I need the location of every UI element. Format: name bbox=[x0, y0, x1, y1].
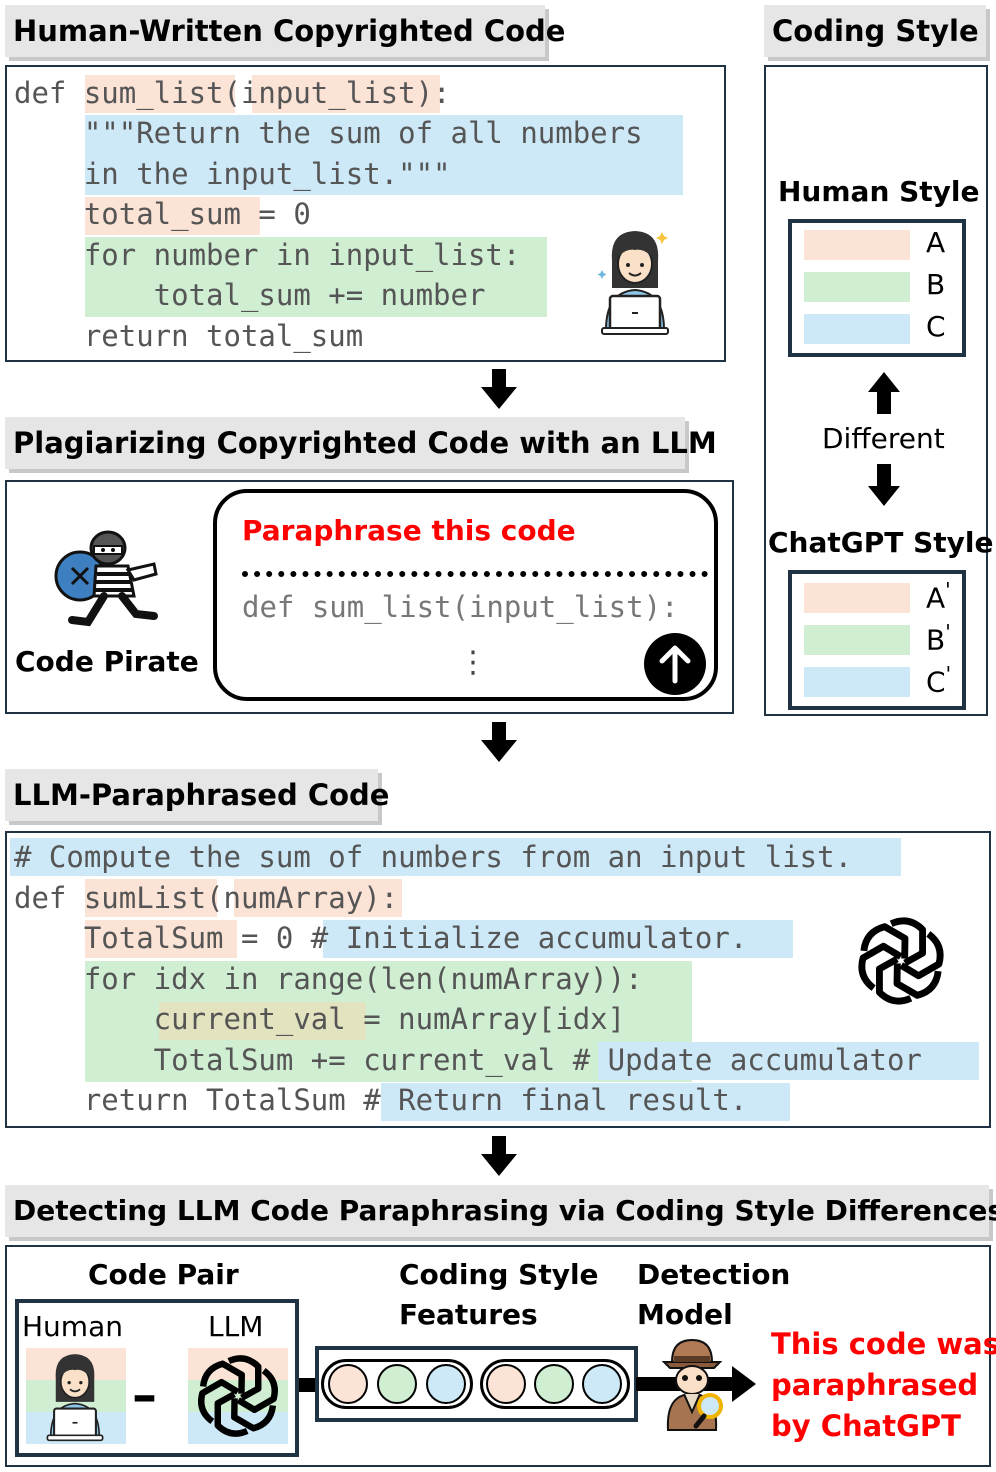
human-code-line-3: in the input_list.""" bbox=[14, 157, 451, 191]
human-label: Human bbox=[22, 1310, 123, 1343]
result-line-1: This code was bbox=[771, 1327, 996, 1361]
send-button[interactable] bbox=[644, 633, 706, 695]
human-code-line-4: total_sum = 0 bbox=[14, 197, 311, 231]
pair-human-icon bbox=[46, 1354, 104, 1442]
panel3-title: LLM-Paraphrased Code bbox=[5, 769, 389, 821]
down-arrow-2 bbox=[481, 722, 517, 762]
human-coder-icon bbox=[597, 231, 669, 335]
feature-circle-b2 bbox=[534, 1364, 574, 1404]
llm-code-line-3: TotalSum = 0 # Initialize accumulator. bbox=[14, 921, 748, 955]
feature-circle-c2 bbox=[582, 1364, 622, 1404]
gpt-style-c: C' bbox=[926, 662, 952, 699]
human-code-line-1: def sum_list(input_list): bbox=[14, 76, 451, 110]
human-style-a: A bbox=[926, 226, 946, 259]
code-pirate-label: Code Pirate bbox=[15, 645, 199, 678]
llm-code-line-1: # Compute the sum of numbers from an inp… bbox=[14, 840, 853, 874]
human-style-c: C bbox=[926, 310, 946, 343]
hl-func-name bbox=[85, 75, 235, 113]
gpt-style-b-swatch bbox=[804, 625, 910, 655]
detection-model-label-2: Model bbox=[637, 1298, 733, 1331]
hl-param bbox=[252, 75, 440, 113]
dotted-separator bbox=[242, 571, 708, 577]
minus-sign: – bbox=[132, 1366, 157, 1424]
feature-group-2 bbox=[480, 1359, 630, 1409]
human-code-line-5: for number in input_list: bbox=[14, 238, 521, 272]
result-line-2: paraphrased bbox=[771, 1368, 979, 1402]
hl-func-name-2 bbox=[85, 879, 217, 917]
llm-code-line-2: def sumList(numArray): bbox=[14, 881, 399, 915]
hl-param-2 bbox=[234, 879, 402, 917]
feature-circle-c1 bbox=[426, 1364, 466, 1404]
down-arrow-style-icon bbox=[868, 464, 900, 506]
human-style-box bbox=[788, 219, 966, 357]
features-label-2: Features bbox=[399, 1298, 538, 1331]
down-arrow-3 bbox=[481, 1136, 517, 1176]
down-arrow-1 bbox=[481, 369, 517, 409]
features-label-1: Coding Style bbox=[399, 1258, 599, 1291]
feature-circle-a1 bbox=[328, 1364, 368, 1404]
chat-prompt-bubble bbox=[213, 489, 718, 701]
panel4-title: Detecting LLM Code Paraphrasing via Codi… bbox=[5, 1185, 996, 1237]
code-pirate-icon bbox=[54, 530, 158, 627]
code-pair-label: Code Pair bbox=[88, 1258, 239, 1291]
gpt-style-a: A' bbox=[926, 578, 951, 615]
hl-comment-3 bbox=[598, 1042, 979, 1080]
hl-current-val bbox=[159, 1002, 366, 1040]
hl-comment-2 bbox=[323, 920, 793, 958]
gpt-style-b: B' bbox=[926, 620, 951, 657]
pipeline-connector bbox=[299, 1378, 317, 1392]
human-code-line-7: return total_sum bbox=[14, 319, 364, 353]
hl-totalsum bbox=[85, 920, 237, 958]
prompt-ellipsis: ⋮ bbox=[458, 645, 488, 680]
hl-comment-4 bbox=[381, 1083, 790, 1121]
different-label: Different bbox=[822, 422, 945, 455]
up-arrow-icon bbox=[868, 372, 900, 414]
panel1-title: Human-Written Copyrighted Code bbox=[5, 5, 565, 57]
human-style-a-swatch bbox=[804, 230, 910, 260]
gpt-style-a-swatch bbox=[804, 583, 910, 613]
feature-circle-b1 bbox=[377, 1364, 417, 1404]
hl-docstring bbox=[85, 115, 683, 195]
pair-openai-icon bbox=[198, 1355, 278, 1437]
human-code-line-2: """Return the sum of all numbers bbox=[14, 116, 643, 150]
human-style-b-swatch bbox=[804, 272, 910, 302]
gpt-style-c-swatch bbox=[804, 667, 910, 697]
human-style-c-swatch bbox=[804, 314, 910, 344]
hl-comment-1 bbox=[10, 838, 901, 876]
prompt-code-line: def sum_list(input_list): bbox=[242, 590, 679, 624]
style-title: Coding Style bbox=[764, 5, 986, 57]
code-pair-box bbox=[15, 1299, 299, 1457]
result-line-3: by ChatGPT bbox=[771, 1409, 961, 1443]
llm-code-line-5: current_val = numArray[idx] bbox=[14, 1002, 626, 1036]
chatgpt-style-label: ChatGPT Style bbox=[768, 526, 994, 559]
openai-logo-icon bbox=[858, 917, 944, 1005]
llm-code-line-6: TotalSum += current_val # Update accumul… bbox=[14, 1043, 922, 1077]
detection-model-label-1: Detection bbox=[637, 1258, 791, 1291]
hl-loop bbox=[85, 237, 547, 317]
paraphrase-prompt: Paraphrase this code bbox=[242, 514, 576, 547]
detection-box bbox=[5, 1245, 991, 1467]
panel2-title: Plagiarizing Copyrighted Code with an LL… bbox=[5, 417, 717, 469]
human-style-b: B bbox=[926, 268, 946, 301]
detective-icon bbox=[661, 1338, 723, 1431]
chatgpt-style-box bbox=[788, 570, 966, 710]
human-style-label: Human Style bbox=[778, 175, 980, 208]
llm-code-line-4: for idx in range(len(numArray)): bbox=[14, 962, 643, 996]
arrow-up-icon bbox=[659, 645, 691, 684]
feature-group-1 bbox=[321, 1359, 473, 1409]
llm-label: LLM bbox=[208, 1310, 264, 1343]
hl-total-sum bbox=[85, 197, 260, 235]
llm-code-line-7: return TotalSum # Return final result. bbox=[14, 1083, 748, 1117]
feature-circle-a2 bbox=[486, 1364, 526, 1404]
human-code-line-6: total_sum += number bbox=[14, 278, 486, 312]
